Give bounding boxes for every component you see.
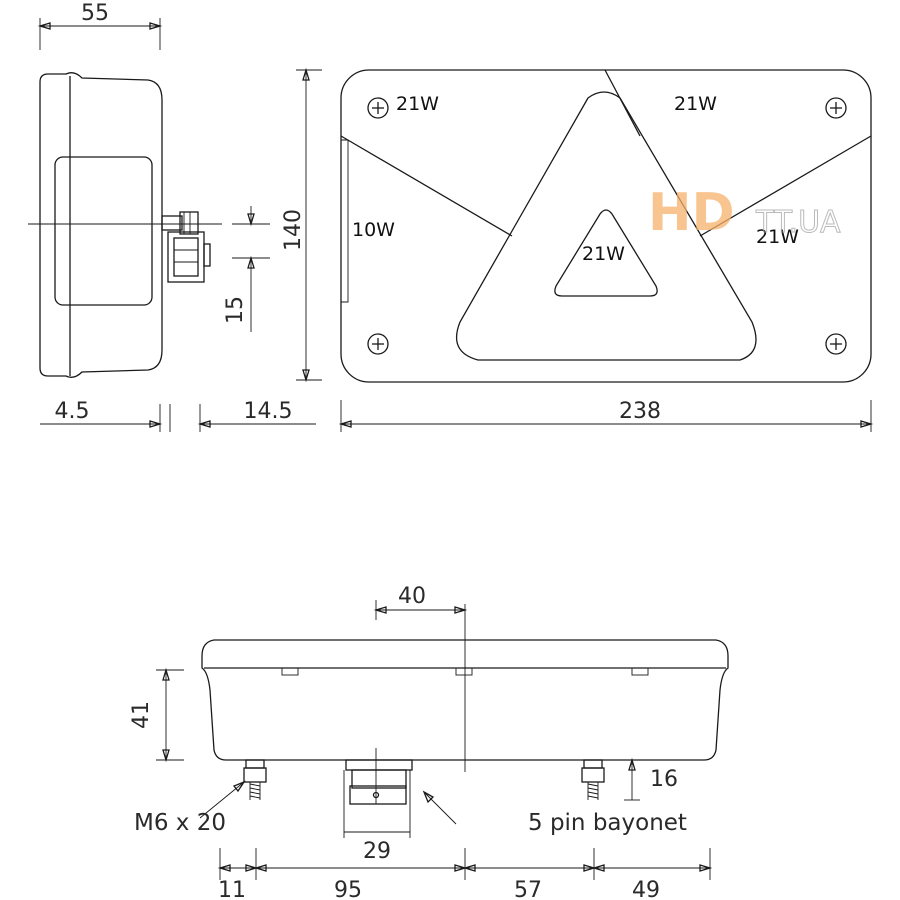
dim-offset-11-label: 11 — [218, 878, 246, 900]
watermark-hd-text: HD — [648, 183, 735, 243]
divider-left — [340, 135, 513, 237]
side-view: 55 140 15 4.5 14.5 — [28, 1, 322, 432]
dim-connector-offset-label: 15 — [223, 296, 248, 324]
bolt-leader-line — [199, 781, 245, 819]
connector-leader-line — [423, 791, 457, 825]
bottom-body-outline — [201, 639, 729, 761]
screw-icon — [367, 97, 389, 119]
dim-connector-spacing-label: 40 — [398, 584, 426, 609]
side-connector — [161, 211, 211, 283]
watermark-rest-text: TT.UA — [755, 205, 841, 240]
dim-connector-depth-label: 14.5 — [244, 399, 293, 424]
dim-connector-width-label: 29 — [363, 839, 391, 864]
front-view: 21W 21W 10W 21W 21W 238 — [338, 69, 874, 432]
dim-rim-label: 4.5 — [55, 399, 90, 424]
dim-offset-49-label: 49 — [632, 878, 660, 900]
dim-bolt-length-label: 16 — [650, 767, 678, 792]
dim-height-label: 140 — [281, 209, 306, 251]
lamp-center-label: 21W — [582, 243, 625, 265]
screw-icon — [367, 333, 389, 355]
reflector-triangle — [455, 91, 757, 361]
lamp-right-label: 21W — [756, 226, 799, 248]
side-body-outline — [39, 72, 163, 378]
front-left-notch — [341, 139, 349, 303]
lamp-top-right-label: 21W — [674, 93, 717, 115]
screw-icon — [825, 97, 847, 119]
side-lens-recess — [54, 156, 153, 306]
dim-width-label: 238 — [619, 399, 661, 424]
lamp-left-label: 10W — [352, 219, 395, 241]
bolt-left-icon — [243, 759, 267, 800]
dim-depth-label: 55 — [81, 1, 109, 26]
dim-offset-57-label: 57 — [514, 878, 542, 900]
bottom-connector — [345, 748, 413, 805]
divider-right — [699, 135, 872, 237]
inner-triangle — [554, 209, 658, 297]
dim-body-height-label: 41 — [129, 701, 154, 729]
screw-icon — [825, 333, 847, 355]
bolt-right-icon — [581, 759, 605, 800]
bottom-view: 40 41 16 M6 x 20 5 pin bayonet 29 — [129, 584, 729, 900]
connector-label: 5 pin bayonet — [528, 810, 687, 836]
lamp-top-left-label: 21W — [396, 93, 439, 115]
dim-offset-95-label: 95 — [334, 878, 362, 900]
watermark-logo: HD TT.UA — [648, 183, 842, 243]
bolt-label: M6 x 20 — [134, 810, 226, 836]
front-body-outline — [340, 69, 872, 383]
